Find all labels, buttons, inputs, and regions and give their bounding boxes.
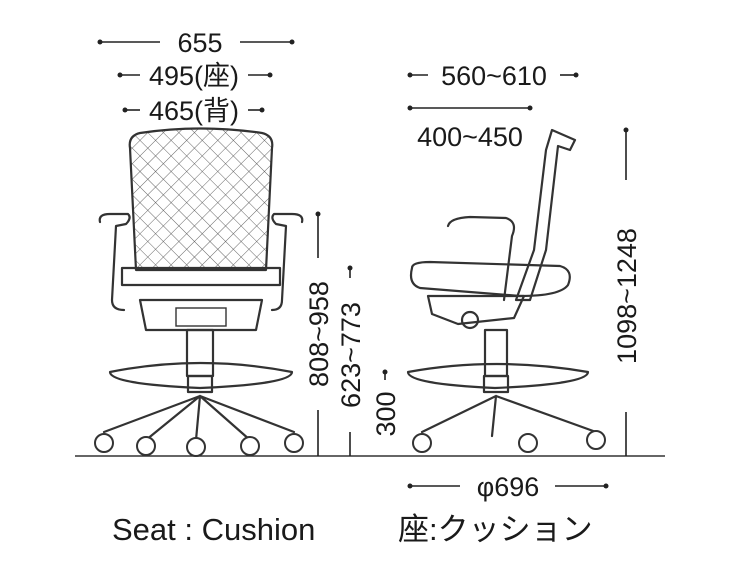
dim-back-width: 465(背) [122, 96, 265, 126]
side-tilt-knob [460, 310, 480, 330]
footring-height-label: 300 [371, 391, 401, 436]
armrest-height-label: 808~958 [304, 281, 334, 387]
total-height-label: 1098~1248 [612, 228, 642, 364]
dim-footring-height: 300 [371, 369, 401, 437]
seat-width-label: 495(座) [149, 61, 239, 91]
seat-depth-label: 560~610 [441, 61, 547, 91]
overall-width-label: 655 [177, 28, 222, 58]
dim-seat-width: 495(座) [117, 61, 273, 91]
front-backrest-mesh [128, 127, 274, 272]
side-foot-ring [406, 362, 590, 390]
dim-seat-depth: 560~610 [407, 61, 579, 91]
seat-height-label: 623~773 [336, 302, 366, 408]
front-gas-column [185, 328, 215, 378]
front-foot-ring [108, 361, 294, 390]
front-seat-cushion [120, 266, 282, 287]
side-gas-column [483, 328, 509, 378]
front-left-armrest [98, 212, 131, 312]
dim-base-diameter: φ696 [407, 472, 609, 502]
side-armrest [446, 215, 516, 302]
dim-armrest-height: 808~958 [304, 211, 334, 456]
side-seat-cushion [409, 260, 571, 298]
back-depth-label: 400~450 [417, 122, 523, 152]
front-right-armrest [270, 212, 304, 312]
dim-back-depth: 400~450 [407, 105, 533, 152]
side-backrest [514, 128, 577, 302]
back-width-label: 465(背) [149, 96, 239, 126]
dim-seat-height: 623~773 [336, 265, 366, 456]
dim-overall-width: 655 [97, 28, 295, 58]
caption-english: Seat : Cushion [112, 512, 315, 547]
side-casters [412, 430, 606, 453]
side-seat-mechanism [426, 294, 526, 326]
side-base-legs [420, 394, 598, 438]
front-mechanism-block [175, 307, 227, 327]
front-ring-hub [186, 374, 214, 394]
caption-japanese: 座:クッション [398, 512, 593, 547]
side-ring-hub [482, 374, 510, 394]
base-diameter-label: φ696 [477, 472, 540, 502]
side-view-chair [406, 128, 606, 453]
front-casters [94, 433, 304, 457]
dim-total-height: 1098~1248 [612, 127, 642, 456]
front-view-chair [94, 127, 304, 457]
front-base-legs [102, 394, 296, 442]
front-seat-mechanism [138, 298, 264, 332]
